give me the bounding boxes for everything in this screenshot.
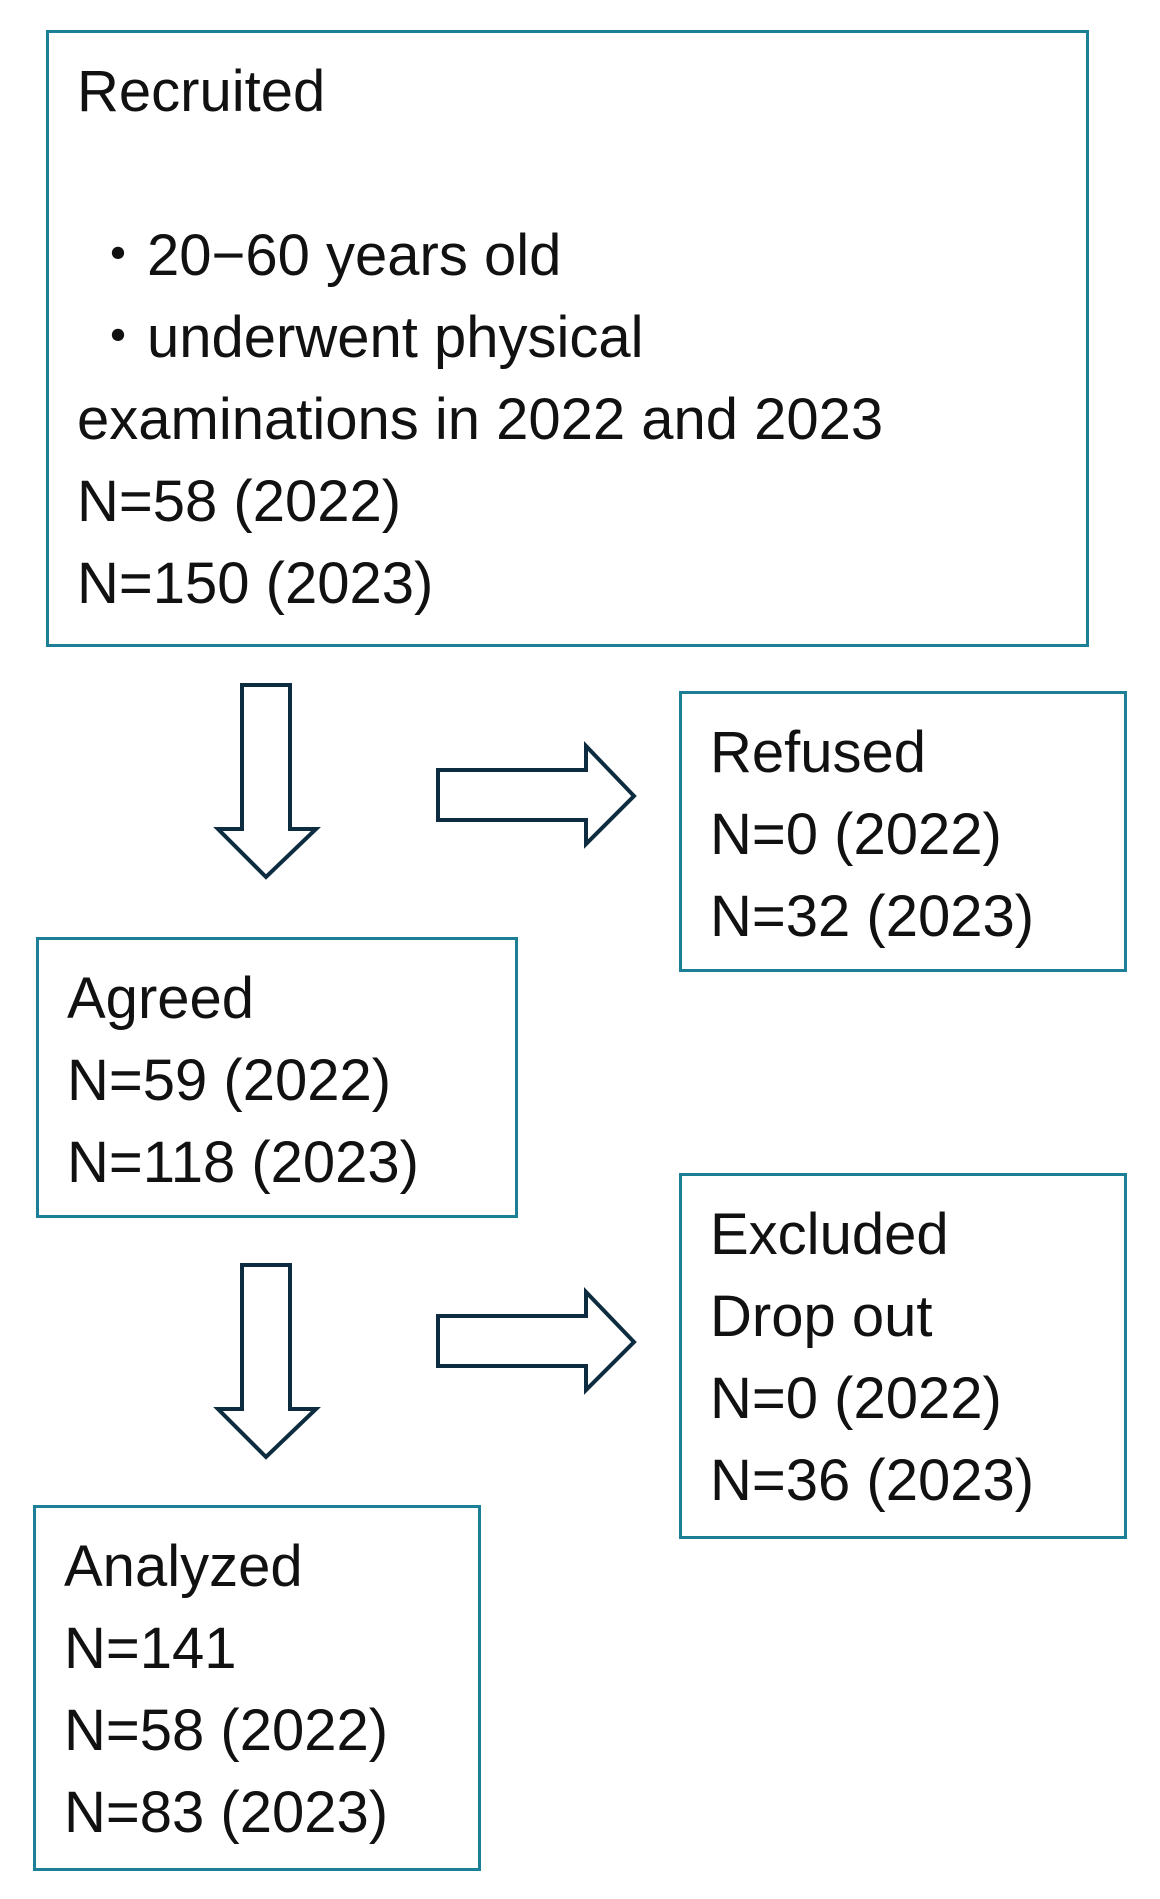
criterion-exam: ・underwent physical	[77, 297, 1086, 379]
refused-n-2022: N=0 (2022)	[710, 802, 1002, 867]
agreed-n-2023: N=118 (2023)	[67, 1130, 419, 1195]
criterion-exam-text: underwent physical	[147, 305, 644, 370]
criterion-age-text: 20−60 years old	[147, 223, 562, 288]
refused-box: Refused N=0 (2022) N=32 (2023)	[679, 691, 1127, 972]
recruited-title: Recruited	[77, 59, 326, 124]
excluded-n-2022: N=0 (2022)	[710, 1366, 1002, 1431]
excluded-subtitle: Drop out	[710, 1284, 933, 1349]
analyzed-n-total: N=141	[64, 1616, 237, 1681]
analyzed-n-2023: N=83 (2023)	[64, 1780, 389, 1845]
right-arrow-icon	[436, 1287, 637, 1395]
recruited-n-2022: N=58 (2022)	[77, 469, 402, 534]
excluded-title: Excluded	[710, 1202, 949, 1267]
agreed-n-2022: N=59 (2022)	[67, 1048, 392, 1113]
bullet-icon: ・	[88, 305, 147, 370]
refused-title: Refused	[710, 720, 927, 785]
analyzed-box: Analyzed N=141 N=58 (2022) N=83 (2023)	[33, 1505, 481, 1871]
blank-line	[77, 133, 1086, 215]
recruited-box: Recruited ・20−60 years old ・underwent ph…	[46, 30, 1089, 647]
right-arrow-icon	[436, 741, 637, 849]
down-arrow-icon	[213, 1263, 321, 1460]
refused-n-2023: N=32 (2023)	[710, 884, 1035, 949]
down-arrow-icon	[213, 683, 321, 880]
bullet-icon: ・	[88, 223, 147, 288]
recruited-n-2023: N=150 (2023)	[77, 551, 434, 616]
agreed-box: Agreed N=59 (2022) N=118 (2023)	[36, 937, 518, 1218]
analyzed-title: Analyzed	[64, 1534, 303, 1599]
excluded-n-2023: N=36 (2023)	[710, 1448, 1035, 1513]
criterion-age: ・20−60 years old	[77, 215, 1086, 297]
criterion-exam-continued: examinations in 2022 and 2023	[77, 387, 884, 452]
excluded-box: Excluded Drop out N=0 (2022) N=36 (2023)	[679, 1173, 1127, 1539]
agreed-title: Agreed	[67, 966, 255, 1031]
analyzed-n-2022: N=58 (2022)	[64, 1698, 389, 1763]
